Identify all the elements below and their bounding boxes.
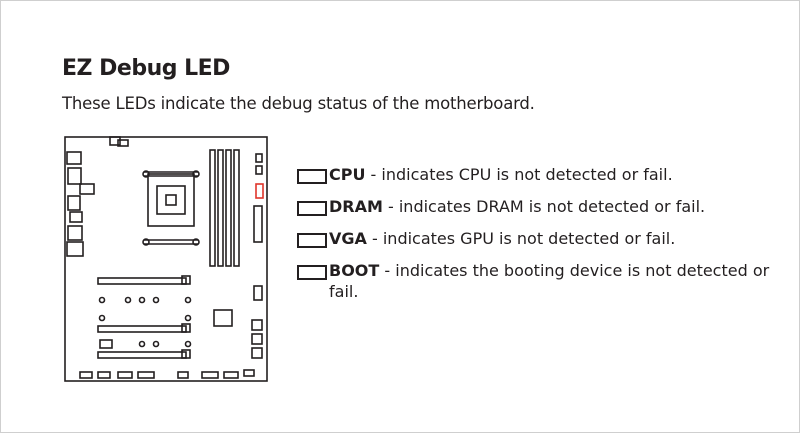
led-indicator-icon bbox=[297, 201, 327, 216]
m2-standoff-3 bbox=[138, 296, 146, 304]
right-connector-1 bbox=[255, 153, 263, 163]
led-indicator-icon bbox=[297, 169, 327, 184]
bottom-header-6 bbox=[201, 371, 219, 379]
io-port-7 bbox=[66, 241, 84, 257]
motherboard-diagram bbox=[64, 136, 268, 382]
m2-standoff-10 bbox=[184, 340, 192, 348]
cpu-screw-1 bbox=[142, 170, 150, 178]
m2-standoff-5 bbox=[184, 296, 192, 304]
sata-port-2 bbox=[251, 333, 263, 345]
m2-standoff-1 bbox=[98, 296, 106, 304]
cpu-socket-core bbox=[156, 185, 186, 215]
pcie-slot-1 bbox=[97, 277, 187, 285]
cpu-socket-center bbox=[165, 194, 177, 206]
dimm-slot-4 bbox=[233, 149, 240, 267]
right-connector-3 bbox=[253, 285, 263, 301]
m2-standoff-7 bbox=[184, 314, 192, 322]
dimm-slot-1 bbox=[209, 149, 216, 267]
led-name: DRAM bbox=[329, 197, 383, 216]
led-item-vga: VGA - indicates GPU is not detected or f… bbox=[297, 228, 779, 249]
led-description: - indicates the booting device is not de… bbox=[329, 261, 770, 301]
m2-standoff-9 bbox=[152, 340, 160, 348]
cpu-bracket-bottom bbox=[144, 239, 198, 245]
bottom-header-3 bbox=[117, 371, 133, 379]
page-title: EZ Debug LED bbox=[62, 56, 230, 81]
io-port-5 bbox=[69, 211, 83, 223]
top-connector-1 bbox=[109, 136, 121, 146]
io-port-4 bbox=[67, 195, 81, 211]
top-connector-2 bbox=[117, 139, 129, 147]
pcie-slot-2-latch bbox=[181, 323, 191, 333]
small-component bbox=[99, 339, 113, 349]
pcie-slot-3 bbox=[97, 351, 187, 359]
cpu-socket bbox=[147, 173, 195, 227]
m2-standoff-4 bbox=[152, 296, 160, 304]
board-outline bbox=[64, 136, 268, 382]
cpu-screw-3 bbox=[142, 238, 150, 246]
bottom-header-7 bbox=[223, 371, 239, 379]
led-name: BOOT bbox=[329, 261, 380, 280]
sata-port-1 bbox=[251, 319, 263, 331]
led-name: CPU bbox=[329, 165, 366, 184]
cpu-screw-2 bbox=[192, 170, 200, 178]
led-item-boot: BOOT - indicates the booting device is n… bbox=[297, 260, 779, 302]
led-item-cpu: CPU - indicates CPU is not detected or f… bbox=[297, 164, 779, 185]
io-port-2 bbox=[67, 167, 82, 185]
m2-standoff-8 bbox=[138, 340, 146, 348]
page-subtitle: These LEDs indicate the debug status of … bbox=[62, 94, 535, 113]
led-description: - indicates CPU is not detected or fail. bbox=[365, 165, 673, 184]
cpu-screw-4 bbox=[192, 238, 200, 246]
cpu-bracket-top bbox=[144, 171, 198, 177]
led-indicator-icon bbox=[297, 233, 327, 248]
io-port-6 bbox=[67, 225, 83, 241]
sata-port-3 bbox=[251, 347, 263, 359]
led-indicator-icon bbox=[297, 265, 327, 280]
pcie-slot-2 bbox=[97, 325, 187, 333]
led-item-dram: DRAM - indicates DRAM is not detected or… bbox=[297, 196, 779, 217]
m2-standoff-2 bbox=[124, 296, 132, 304]
dimm-slot-3 bbox=[225, 149, 232, 267]
bottom-header-2 bbox=[97, 371, 111, 379]
led-legend: CPU - indicates CPU is not detected or f… bbox=[297, 164, 779, 313]
pcie-slot-3-latch bbox=[181, 349, 191, 359]
ez-debug-led-highlight bbox=[255, 183, 264, 199]
bottom-header-5 bbox=[177, 371, 189, 379]
bottom-header-1 bbox=[79, 371, 93, 379]
atx-power-connector bbox=[253, 205, 263, 243]
bottom-header-8 bbox=[243, 369, 255, 377]
m2-standoff-6 bbox=[98, 314, 106, 322]
led-name: VGA bbox=[329, 229, 367, 248]
bottom-header-4 bbox=[137, 371, 155, 379]
chipset bbox=[213, 309, 233, 327]
pcie-slot-1-latch bbox=[181, 275, 191, 285]
right-connector-2 bbox=[255, 165, 263, 175]
io-port-1 bbox=[66, 151, 82, 165]
dimm-slot-2 bbox=[217, 149, 224, 267]
led-description: - indicates DRAM is not detected or fail… bbox=[382, 197, 706, 216]
io-port-3 bbox=[79, 183, 95, 195]
led-description: - indicates GPU is not detected or fail. bbox=[366, 229, 676, 248]
